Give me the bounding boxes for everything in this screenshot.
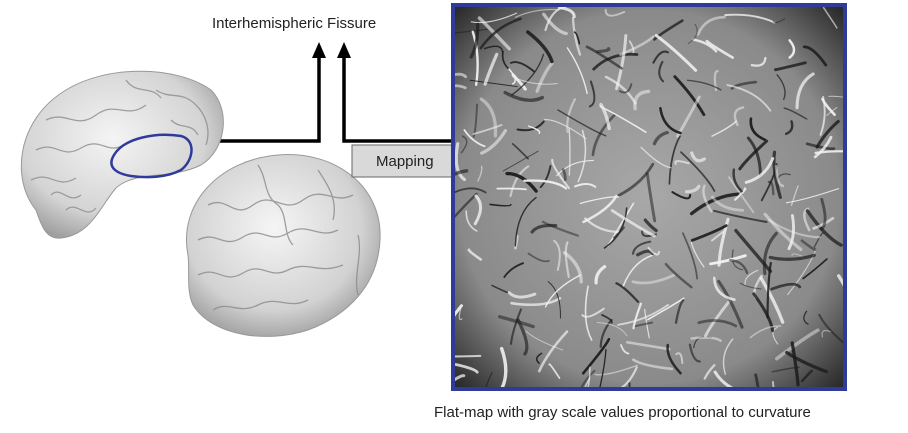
fissure-label: Interhemispheric Fissure — [212, 15, 376, 32]
fissure-arrowhead-left — [312, 42, 326, 58]
flat-map — [451, 3, 847, 391]
fissure-arrowhead-right — [337, 42, 351, 58]
mapping-label: Mapping — [376, 153, 434, 170]
flat-map-caption: Flat-map with gray scale values proporti… — [434, 404, 811, 421]
flat-map-texture — [455, 7, 843, 387]
fissure-arrow-right — [344, 58, 451, 141]
